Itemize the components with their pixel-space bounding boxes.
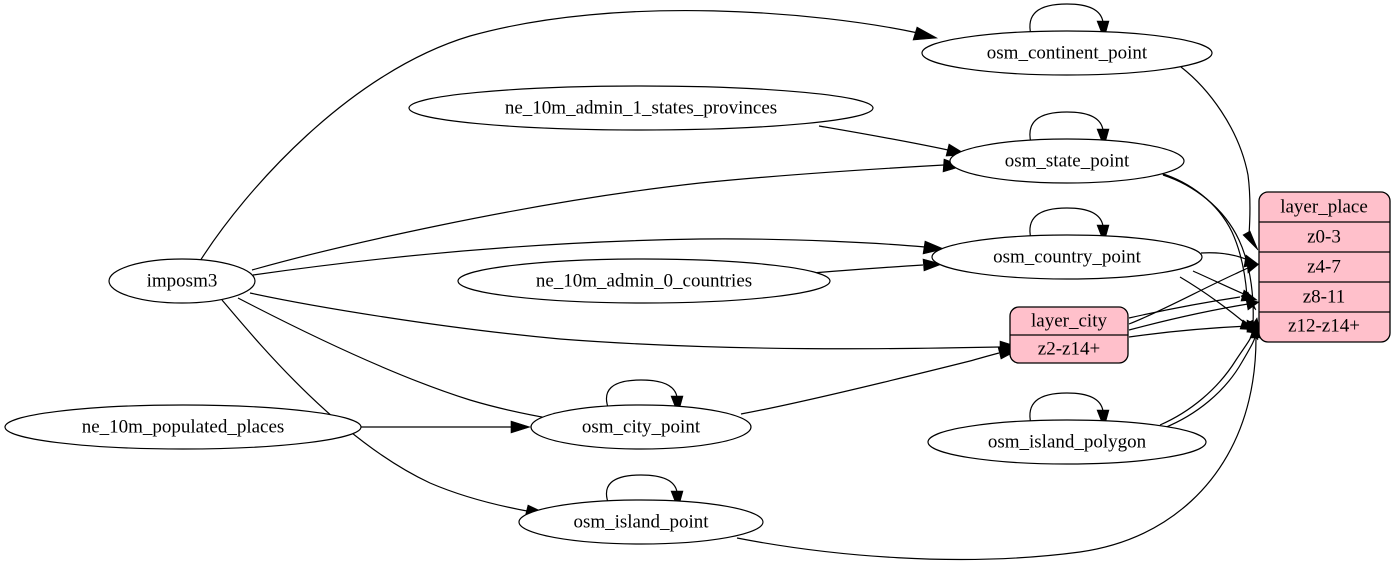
node-layer: imposm3 ne_10m_admin_1_states_provinces … — [4, 30, 1213, 545]
osm-country-point-label: osm_country_point — [993, 246, 1141, 267]
arrowhead-osm_state_point-self — [1096, 128, 1110, 148]
arrowhead-osm_continent_point-z0-3 — [1242, 230, 1259, 251]
arrowhead-imposm3-osm_continent_point — [912, 26, 939, 41]
osm-continent-point-label: osm_continent_point — [987, 42, 1148, 63]
osm-island-point-label: osm_island_point — [573, 511, 709, 532]
ne-states-label: ne_10m_admin_1_states_provinces — [505, 97, 777, 118]
osm-island-point-ellipse[interactable] — [518, 499, 764, 545]
layer-place-row-z12-z14[interactable]: z12-z14+ — [1288, 315, 1360, 336]
osm-country-point-ellipse[interactable] — [931, 234, 1203, 280]
edge-osm_island_point-self-loop — [605, 474, 678, 506]
edge-imposm3-to-osm_island_point — [221, 299, 528, 512]
edge-osm_city_point-self-loop — [605, 379, 678, 411]
ne-populated-label: ne_10m_populated_places — [82, 416, 285, 437]
osm-state-point-ellipse[interactable] — [949, 138, 1185, 184]
edge-imposm3-to-osm_continent_point — [199, 9, 919, 262]
edge-osm_island_polygon-to-layer_place-z12-z14-a — [1159, 331, 1253, 426]
record-layer: layer_city z2-z14+ layer_place z0-3 z4-7… — [1009, 191, 1391, 364]
node-ne-10m-admin-1-states-provinces[interactable]: ne_10m_admin_1_states_provinces — [408, 85, 874, 131]
edge-osm_island_point-to-layer_place-z12-z14 — [736, 337, 1257, 561]
edge-osm_country_point-to-layer_place-z12-z14 — [1179, 276, 1247, 325]
edge-osm_country_point-to-layer_place-z4-7 — [1200, 252, 1249, 261]
arrowhead-ne_populated-osm_city_point — [510, 420, 531, 434]
arrowhead-osm_continent_point-self — [1096, 20, 1110, 40]
edge-osm_island_polygon-self-loop — [1029, 392, 1104, 425]
arrowhead-osm_country_point-z8-11-b — [1240, 289, 1258, 302]
node-osm-country-point[interactable]: osm_country_point — [931, 234, 1203, 280]
arrowhead-osm_country_point-self — [1096, 224, 1110, 244]
node-ne-10m-populated-places[interactable]: ne_10m_populated_places — [4, 404, 362, 450]
osm-continent-point-ellipse[interactable] — [921, 30, 1213, 76]
node-osm-state-point[interactable]: osm_state_point — [949, 138, 1185, 184]
edge-osm_country_point-to-layer_place-z8-11 — [1192, 270, 1247, 296]
edge-imposm3-to-osm_country_point — [252, 238, 926, 276]
arrowhead-osm_city_point-self — [670, 395, 684, 415]
imposm3-label: imposm3 — [147, 270, 218, 291]
edge-ne_countries-to-osm_country_point — [811, 264, 924, 274]
osm-city-point-ellipse[interactable] — [530, 404, 752, 450]
edge-layer_city-stub-top — [1128, 296, 1241, 319]
arrowhead-layer_city-z12-z14 — [1246, 319, 1260, 333]
layer-place-row-z8-11[interactable]: z8-11 — [1303, 286, 1346, 307]
layer-place-row-z0-3[interactable]: z0-3 — [1307, 226, 1341, 247]
edge-layer_city-to-layer_place-z12-z14 — [1128, 325, 1249, 338]
osm-city-point-label: osm_city_point — [582, 416, 701, 437]
osm-island-polygon-ellipse[interactable] — [927, 419, 1207, 465]
layer-place-title: layer_place — [1280, 196, 1368, 217]
edge-imposm3-to-layer_city — [249, 292, 1001, 350]
arrowhead-layer_city-z8-11 — [1245, 298, 1260, 311]
ne-states-ellipse[interactable] — [408, 85, 874, 131]
edge-osm_state_point-self-loop — [1029, 111, 1104, 144]
node-osm-city-point[interactable]: osm_city_point — [530, 404, 752, 450]
ne-countries-ellipse[interactable] — [457, 258, 831, 304]
layer-place-row-z4-7[interactable]: z4-7 — [1307, 256, 1341, 277]
node-imposm3[interactable]: imposm3 — [108, 258, 256, 304]
edge-layer — [199, 3, 1263, 561]
edge-osm_continent_point-to-layer_place-z0-3 — [1180, 66, 1251, 236]
imposm3-ellipse[interactable] — [108, 258, 256, 304]
arrowhead-ne_countries-osm_country_point — [922, 258, 943, 272]
osm-island-polygon-label: osm_island_polygon — [988, 431, 1147, 452]
arrowhead-osm_island_point-self — [670, 490, 684, 510]
arrowhead-layer_city-z4-7 — [1246, 261, 1260, 274]
edge-osm_island_polygon-to-layer_place-z12-z14-b — [1163, 331, 1257, 429]
edge-osm_continent_point-self-loop — [1029, 3, 1104, 36]
ne-countries-label: ne_10m_admin_0_countries — [536, 270, 752, 291]
edge-ne_states-to-osm_state_point — [818, 125, 949, 151]
osm-state-point-label: osm_state_point — [1005, 150, 1130, 171]
layer-city-title: layer_city — [1031, 310, 1107, 331]
record-layer-city[interactable]: layer_city z2-z14+ — [1009, 306, 1129, 364]
layer-place-box[interactable] — [1258, 191, 1391, 343]
node-osm-continent-point[interactable]: osm_continent_point — [921, 30, 1213, 76]
edge-layer_city-to-layer_place-z8-11 — [1128, 303, 1249, 331]
arrowhead-imposm3-osm_country_point — [922, 240, 945, 255]
edge-osm_city_point-to-layer_city-z2-z14 — [740, 352, 1000, 415]
edge-imposm3-to-osm_city_point — [237, 297, 554, 420]
layer-city-row-z2-z14[interactable]: z2-z14+ — [1038, 338, 1100, 359]
record-layer-place[interactable]: layer_place z0-3 z4-7 z8-11 z12-z14+ — [1258, 191, 1391, 343]
node-osm-island-point[interactable]: osm_island_point — [518, 499, 764, 545]
node-osm-island-polygon[interactable]: osm_island_polygon — [927, 419, 1207, 465]
node-ne-10m-admin-0-countries[interactable]: ne_10m_admin_0_countries — [457, 258, 831, 304]
arrowhead-osm_island_polygon-self — [1096, 409, 1110, 429]
ne-populated-ellipse[interactable] — [4, 404, 362, 450]
edge-osm_state_point-to-layer_place-z8-11 — [1159, 172, 1248, 297]
edge-imposm3-to-osm_state_point — [251, 164, 945, 271]
edge-osm_country_point-self-loop — [1029, 207, 1104, 240]
